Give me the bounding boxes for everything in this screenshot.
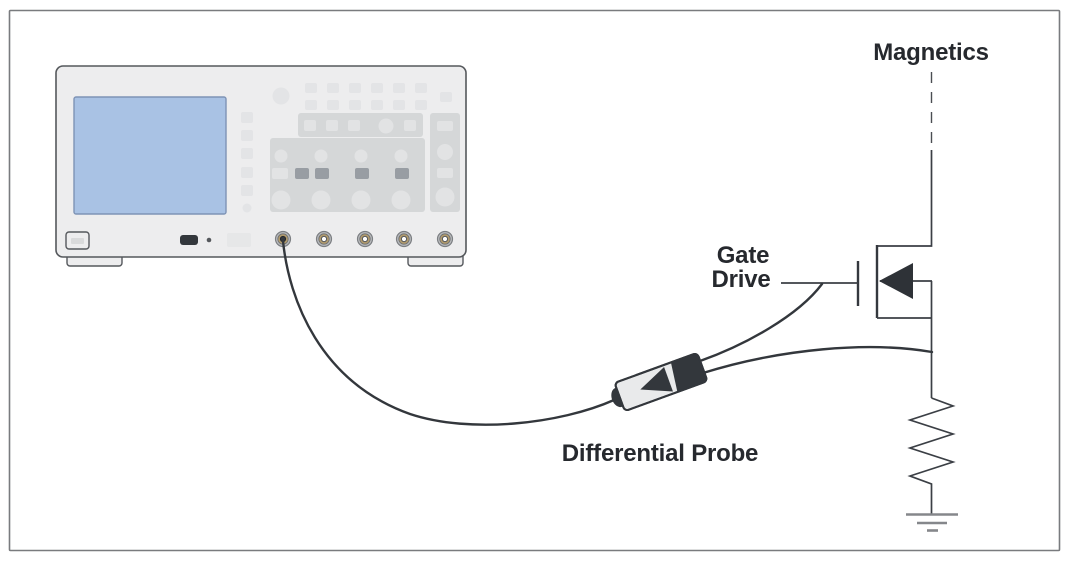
oscilloscope-screen [73,96,227,215]
gate-label: Gate [717,242,770,269]
bnc-connector-ch3 [356,230,374,248]
probe-triangle-icon [640,367,673,392]
bnc-connector-aux [436,230,454,248]
indicator-led [206,237,212,243]
differential-probe-label: Differential Probe [562,440,758,467]
probe-comp-terminal [227,233,251,247]
probe-body-outline [614,352,708,412]
resistor [907,397,956,514]
probe-negative-wire [701,345,934,375]
bnc-connector-ch2 [315,230,333,248]
mosfet-arrow-icon [879,263,913,299]
probe-positive-wire [698,282,824,363]
probe-cable-boot [670,354,707,392]
differential-probe [611,352,708,412]
scope-power-button [65,231,90,250]
usb-port-icon [180,235,198,245]
scope-channel-panel [270,138,425,212]
oscilloscope [55,65,467,267]
probe-to-scope-cable [281,239,616,426]
scope-horizontal-panel [298,113,423,137]
mosfet-drain-lead [877,150,933,247]
ground-symbol [906,513,958,532]
bnc-connector-ch1 [274,230,292,248]
scope-menu-buttons [305,83,452,110]
scope-knob [272,87,290,105]
scope-softkey-column [241,112,253,213]
bnc-connector-ch4 [395,230,413,248]
drive-label: Drive [711,266,770,293]
magnetics-label: Magnetics [873,39,989,66]
scope-trigger-panel [430,113,460,212]
circuit [781,72,958,532]
figure-border [8,9,1061,552]
